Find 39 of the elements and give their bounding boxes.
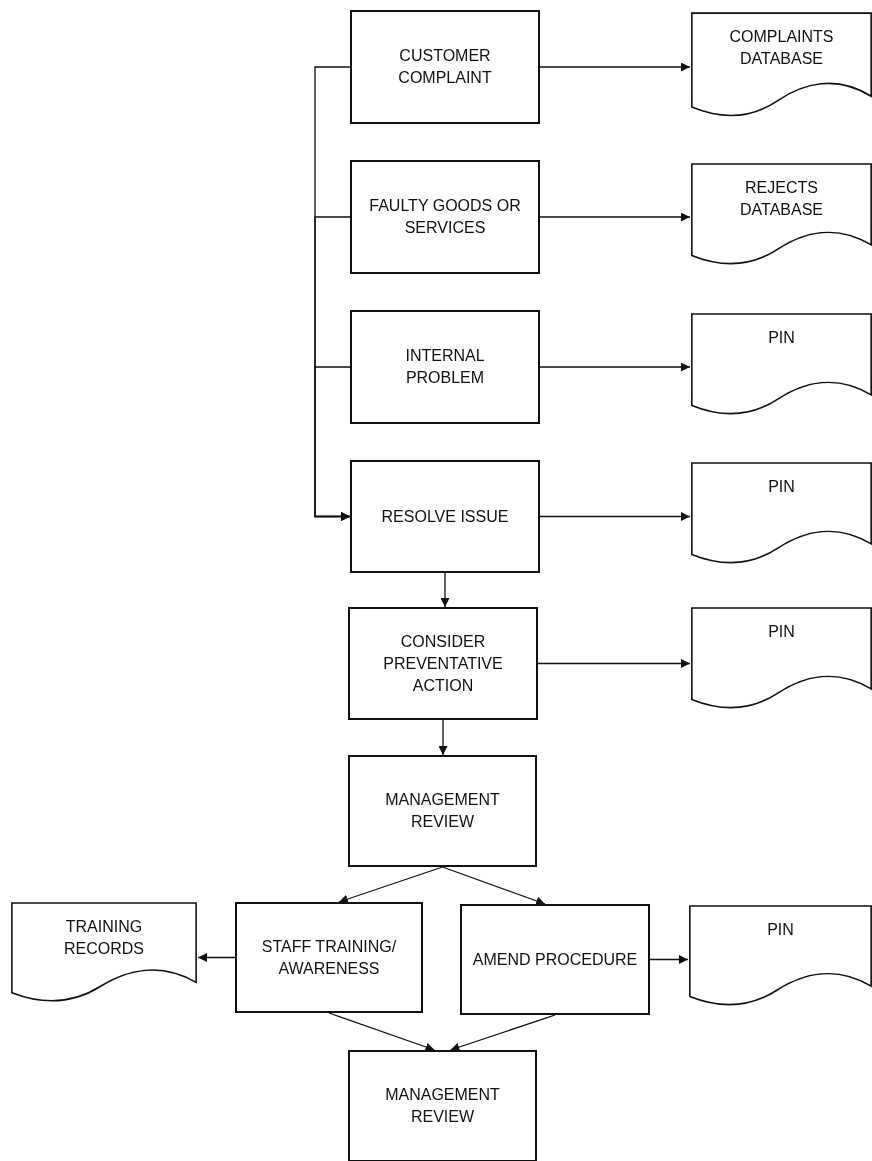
arrow bbox=[537, 659, 691, 668]
arrow bbox=[338, 866, 444, 904]
process-box bbox=[350, 160, 540, 274]
node-label: MANAGEMENT REVIEW bbox=[384, 790, 501, 832]
arrow bbox=[539, 512, 691, 521]
arrow bbox=[197, 953, 236, 962]
process-box bbox=[350, 460, 540, 573]
process-box bbox=[348, 1050, 537, 1161]
arrow bbox=[539, 212, 691, 222]
node-label: INTERNAL PROBLEM bbox=[404, 346, 486, 388]
node-label: CUSTOMER COMPLAINT bbox=[397, 46, 493, 88]
arrow bbox=[440, 572, 450, 608]
node-label: PIN bbox=[768, 622, 795, 642]
node-label: FAULTY GOODS OR SERVICES bbox=[368, 196, 522, 238]
arrow bbox=[649, 955, 689, 964]
node-label: STAFF TRAINING/ AWARENESS bbox=[260, 936, 398, 979]
process-box bbox=[460, 904, 650, 1015]
arrow bbox=[539, 362, 691, 372]
arrow bbox=[441, 866, 546, 906]
node-label: MANAGEMENT REVIEW bbox=[384, 1085, 501, 1127]
arrow bbox=[539, 62, 691, 72]
arrow bbox=[328, 1012, 436, 1052]
node-label: RESOLVE ISSUE bbox=[381, 506, 509, 527]
node-label: REJECTS DATABASE bbox=[739, 178, 824, 220]
process-box bbox=[348, 607, 538, 720]
process-box bbox=[350, 310, 540, 424]
node-label: TRAINING RECORDS bbox=[63, 917, 145, 959]
node-label: PIN bbox=[768, 328, 795, 348]
node-label: PIN bbox=[768, 477, 795, 497]
process-box bbox=[348, 755, 537, 867]
arrow bbox=[438, 719, 448, 756]
arrow bbox=[449, 1014, 556, 1052]
node-label: AMEND PROCEDURE bbox=[472, 949, 638, 970]
node-label: CONSIDER PREVENTATIVE ACTION bbox=[382, 631, 504, 696]
node-label: PIN bbox=[767, 920, 794, 940]
node-label: COMPLAINTS DATABASE bbox=[728, 27, 835, 69]
process-box bbox=[350, 10, 540, 124]
arrow bbox=[314, 366, 351, 521]
process-box bbox=[235, 902, 423, 1013]
